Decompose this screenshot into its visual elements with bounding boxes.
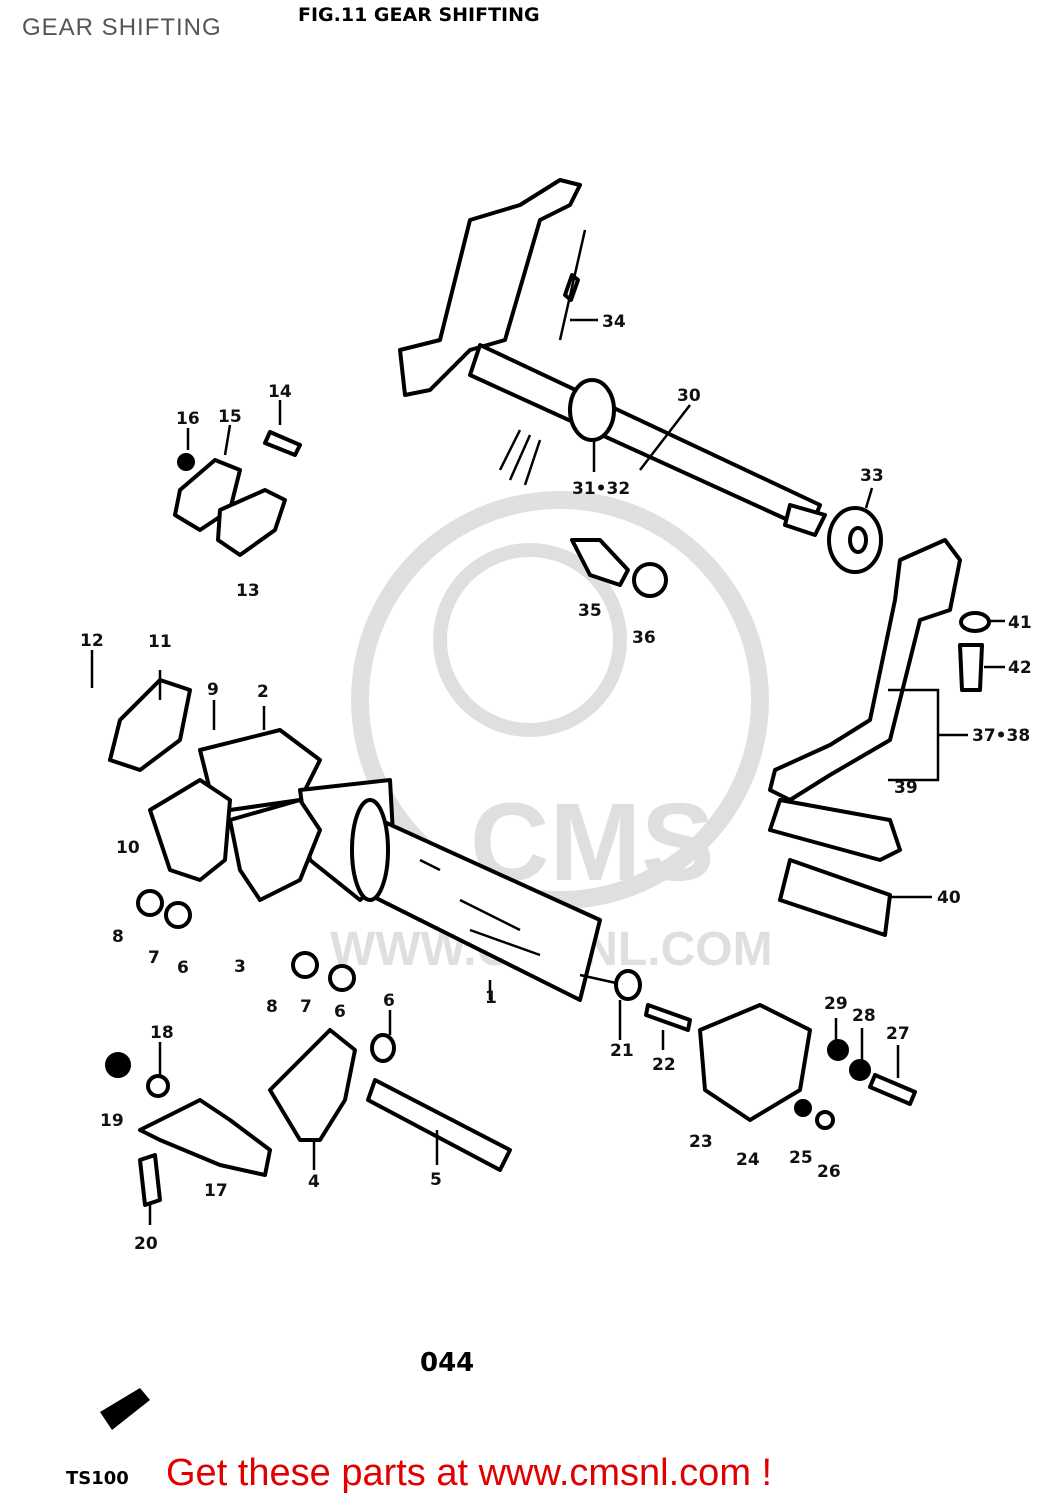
callout-labels: 1 2 3 4 5 6 6 6 7 7 8 8 9 10 11 12 13 14…: [80, 312, 1032, 1254]
callout-6b: 6: [334, 1002, 346, 1022]
stopper-plate-group: [173, 430, 302, 557]
callout-24: 24: [736, 1150, 760, 1170]
model-code: TS100: [66, 1468, 129, 1489]
callout-37-38: 37•38: [972, 726, 1030, 746]
callout-7b: 7: [300, 997, 312, 1017]
callout-29: 29: [824, 994, 848, 1014]
page-title: GEAR SHIFTING: [22, 14, 222, 41]
gear-change-lever: [768, 538, 991, 937]
callout-15: 15: [218, 407, 242, 427]
callout-16: 16: [176, 409, 200, 429]
figure-title: FIG.11 GEAR SHIFTING: [298, 4, 540, 26]
page-code: 044: [420, 1348, 475, 1378]
callout-21: 21: [610, 1041, 634, 1061]
cam-stopper-arm: [105, 1052, 272, 1207]
callout-8b: 8: [266, 997, 278, 1017]
washer-33: [827, 506, 883, 574]
callout-23: 23: [689, 1132, 713, 1152]
callout-22: 22: [652, 1055, 676, 1075]
callout-36: 36: [632, 628, 656, 648]
callout-8a: 8: [112, 927, 124, 947]
callout-27: 27: [886, 1024, 910, 1044]
callout-13: 13: [236, 581, 260, 601]
callout-40: 40: [937, 888, 961, 908]
corner-mark: [100, 1388, 150, 1430]
callout-5: 5: [430, 1170, 442, 1190]
cam-guide-plate: [644, 1003, 917, 1130]
gearshift-shaft-assembly: [398, 178, 827, 537]
callout-42: 42: [1008, 658, 1032, 678]
callout-26: 26: [817, 1162, 841, 1182]
callout-9: 9: [207, 680, 219, 700]
plug-35-36: [570, 538, 668, 598]
callout-31-32: 31•32: [572, 479, 630, 499]
callout-28: 28: [852, 1006, 876, 1026]
callout-20: 20: [134, 1234, 158, 1254]
callout-1: 1: [485, 988, 497, 1008]
callout-6a: 6: [177, 958, 189, 978]
callout-39: 39: [894, 778, 918, 798]
callout-33: 33: [860, 466, 884, 486]
callout-35: 35: [578, 601, 602, 621]
callout-7a: 7: [148, 948, 160, 968]
callout-11: 11: [148, 632, 172, 652]
callout-41: 41: [1008, 613, 1032, 633]
callout-14: 14: [268, 382, 292, 402]
callout-12: 12: [80, 631, 104, 651]
callout-2: 2: [257, 682, 269, 702]
callout-17: 17: [204, 1181, 228, 1201]
callout-30: 30: [677, 386, 701, 406]
callout-25: 25: [789, 1148, 813, 1168]
shift-forks: [148, 778, 512, 1172]
callout-3: 3: [234, 957, 246, 977]
footer-parts-link[interactable]: Get these parts at www.cmsnl.com !: [166, 1452, 773, 1494]
callout-6c: 6: [383, 991, 395, 1011]
callout-19: 19: [100, 1111, 124, 1131]
callout-34: 34: [602, 312, 626, 332]
callout-18: 18: [150, 1023, 174, 1043]
leader-lines: [90, 318, 1005, 1225]
callout-10: 10: [116, 838, 140, 858]
return-spring: [558, 229, 587, 341]
callout-4: 4: [308, 1172, 320, 1192]
rollers-pins: [136, 889, 356, 992]
